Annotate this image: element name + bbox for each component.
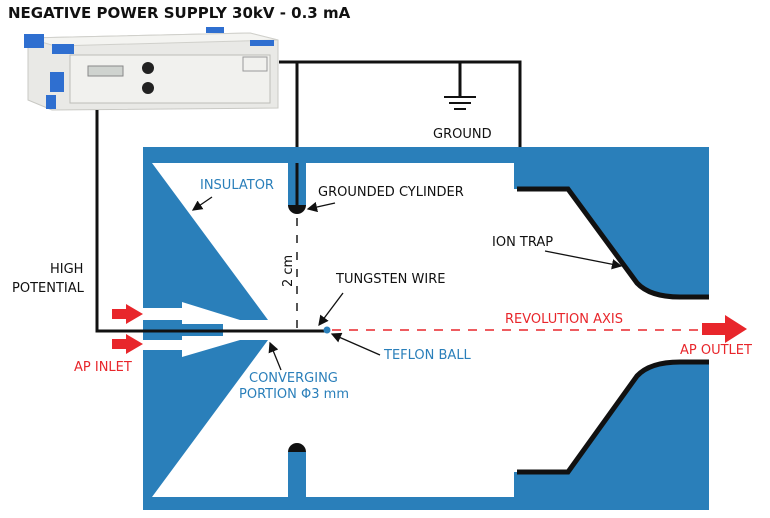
pointer-arrows [191, 196, 623, 371]
ap-inlet-label: AP INLET [74, 360, 132, 375]
ion-trap-label: ION TRAP [492, 235, 553, 250]
distance-label: 2 cm [281, 255, 296, 287]
cylinder-tip-bottom [288, 443, 306, 452]
insulator-lower [143, 340, 268, 497]
teflon-ball [323, 326, 331, 334]
tungsten-wire-label: TUNGSTEN WIRE [335, 272, 445, 287]
cavity [152, 163, 709, 497]
insulator-upper [143, 163, 268, 320]
ion-trap [517, 186, 709, 475]
insulator-label: INSULATOR [200, 178, 274, 193]
diagram-title: NEGATIVE POWER SUPPLY 30kV - 0.3 mA [8, 4, 351, 22]
power-supply-device [24, 27, 279, 111]
converging-label-line2: PORTION Φ3 mm [239, 387, 349, 402]
high-label: HIGH [50, 262, 83, 277]
ground-icon [444, 96, 476, 110]
ground-wire [279, 60, 522, 189]
potential-label: POTENTIAL [12, 281, 85, 296]
ground-label: GROUND [433, 127, 492, 142]
inlet-arrow-lower [112, 334, 143, 354]
inlet-channel-lower [143, 340, 182, 350]
inlet-arrow-upper [112, 304, 143, 324]
grounded-cylinder-bottom [288, 452, 306, 497]
teflon-ball-label: TEFLON BALL [383, 348, 472, 363]
converging-label-line1: CONVERGING [249, 371, 338, 386]
outlet-arrow [702, 315, 747, 343]
cylinder-tip-top [288, 205, 306, 214]
grounded-cylinder-label: GROUNDED CYLINDER [318, 185, 464, 200]
inlet-channel-upper [143, 308, 182, 320]
revolution-axis-label: REVOLUTION AXIS [505, 312, 623, 327]
ap-outlet-label: AP OUTLET [680, 343, 752, 358]
